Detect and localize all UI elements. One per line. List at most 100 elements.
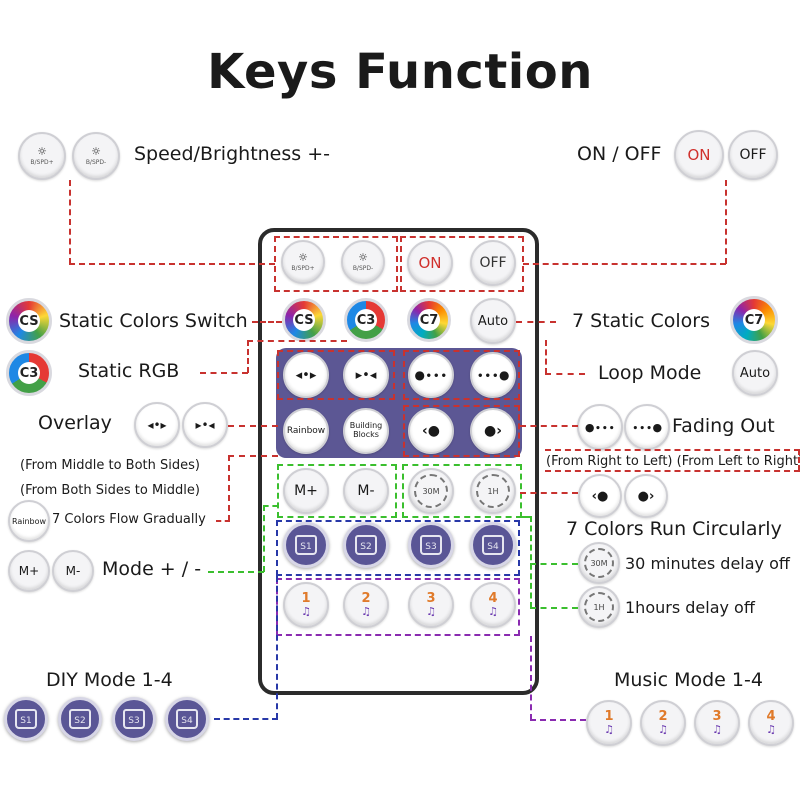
timer-icon: 30M [584,548,614,578]
connector-line [228,455,278,457]
music-mode-label: Music Mode 1-4 [614,669,763,691]
music-2-button[interactable]: 2 ♫ [343,582,389,628]
c7-button[interactable]: C7 [407,298,451,342]
connector-line [545,340,547,374]
flow-gradually-label: 7 Colors Flow Gradually [52,512,206,527]
cs-legend-button: CS [6,298,52,344]
connector-line [214,718,278,720]
mode-plus-legend-button: M+ [8,550,50,592]
connector-line [530,607,578,609]
music-2-legend-button: 2 ♫ [640,700,686,746]
brightness-plus-button[interactable]: ☼ B/SPD+ [281,240,325,284]
mode-minus-button[interactable]: M- [343,468,389,514]
timer-icon: 1H [584,592,614,622]
connector-line [208,571,264,573]
mode-plus-legend-label: M+ [18,564,40,578]
s4-legend-label: S4 [181,716,193,726]
page-title: Keys Function [207,44,593,100]
overlay-in-button[interactable]: ▸•◂ [343,352,389,398]
cs-label: CS [293,309,315,331]
timer-1h-label: 1H [487,486,499,496]
connector-line [69,180,71,264]
connector-line [247,340,249,373]
run-left-button[interactable]: ‹● [408,408,454,454]
run-left-icon: ‹● [591,488,609,504]
building-blocks-button[interactable]: Building Blocks [343,408,389,454]
on-button[interactable]: ON [407,240,453,286]
run-left-icon: ‹● [422,423,440,439]
diy-s4-legend-button: S4 [165,697,209,741]
power-group-box [400,236,524,292]
connector-line [516,321,556,323]
s4-label: S4 [487,542,499,552]
mode-plus-minus-label: Mode + / - [102,558,202,580]
diy-s3-button[interactable]: S3 [408,522,454,568]
connector-line [252,321,282,323]
s2-legend-label: S2 [74,716,86,726]
fade-left-button[interactable]: ●∙∙∙ [408,352,454,398]
timer-1h-legend-button: 1H [578,586,620,628]
auto-legend-button: Auto [732,350,778,396]
fade-right-legend-button: ∙∙∙● [624,404,670,450]
s1-label: S1 [300,542,312,552]
run-right-button[interactable]: ●› [470,408,516,454]
off-legend-button: OFF [728,130,778,180]
music-4-label: 4 [488,591,498,606]
connector-line [520,516,532,518]
c7-legend-label: C7 [743,309,765,331]
diy-mode-label: DIY Mode 1-4 [46,669,173,691]
timer-30m-label: 30M [422,486,440,496]
music-group-box [276,578,520,636]
diy-s1-button[interactable]: S1 [283,522,329,568]
c3-button[interactable]: C3 [344,298,388,342]
connector-line [545,470,800,472]
s3-label: S3 [425,542,437,552]
auto-legend-label: Auto [739,365,771,381]
rainbow-legend-button: Rainbow [8,500,50,542]
timer-1h-button[interactable]: 1H [470,468,516,514]
connector-line [247,340,347,342]
speed-minus-legend-button: ☼ B/SPD- [72,132,120,180]
delay-1h-label: 1hours delay off [625,598,755,617]
fading-out-label: Fading Out [672,415,775,437]
overlay-out-legend-button: ◂•▸ [134,402,180,448]
off-legend-label: OFF [739,147,767,163]
dots-left-icon: ●∙∙∙ [584,420,616,434]
rainbow-button[interactable]: Rainbow [283,408,329,454]
music-1-label: 1 [301,591,311,606]
connector-line [520,425,578,427]
arrows-out-icon: ◂•▸ [295,367,317,383]
music-note-icon: ♫ [488,605,498,618]
rainbow-legend-label: Rainbow [11,516,47,526]
button-sublabel: B/SPD- [352,265,374,272]
connector-line [228,425,278,427]
music-note-icon: ♫ [658,723,668,736]
house-icon: S1 [15,709,37,729]
seven-static-colors-label: 7 Static Colors [572,310,711,332]
cs-legend-label: CS [18,310,40,332]
mode-plus-button[interactable]: M+ [283,468,329,514]
c7-label: C7 [418,309,440,331]
s1-legend-label: S1 [20,716,32,726]
diy-s2-button[interactable]: S2 [343,522,389,568]
on-legend-button: ON [674,130,724,180]
music-note-icon: ♫ [766,723,776,736]
brightness-minus-button[interactable]: ☼ B/SPD- [341,240,385,284]
overlay-group-box [277,350,395,400]
music-note-icon: ♫ [301,605,311,618]
house-icon: S4 [176,709,198,729]
cs-button[interactable]: CS [282,298,326,342]
music-3-button[interactable]: 3 ♫ [408,582,454,628]
off-label: OFF [479,255,507,271]
fade-right-button[interactable]: ∙∙∙● [470,352,516,398]
music-4-button[interactable]: 4 ♫ [470,582,516,628]
music-1-button[interactable]: 1 ♫ [283,582,329,628]
dots-left-icon: ●∙∙∙ [414,368,448,382]
timer-30m-button[interactable]: 30M [408,468,454,514]
run-right-legend-button: ●› [624,474,668,518]
auto-button[interactable]: Auto [470,298,516,344]
diy-s4-button[interactable]: S4 [470,522,516,568]
dots-right-icon: ∙∙∙● [631,420,663,434]
off-button[interactable]: OFF [470,240,516,286]
overlay-out-button[interactable]: ◂•▸ [283,352,329,398]
